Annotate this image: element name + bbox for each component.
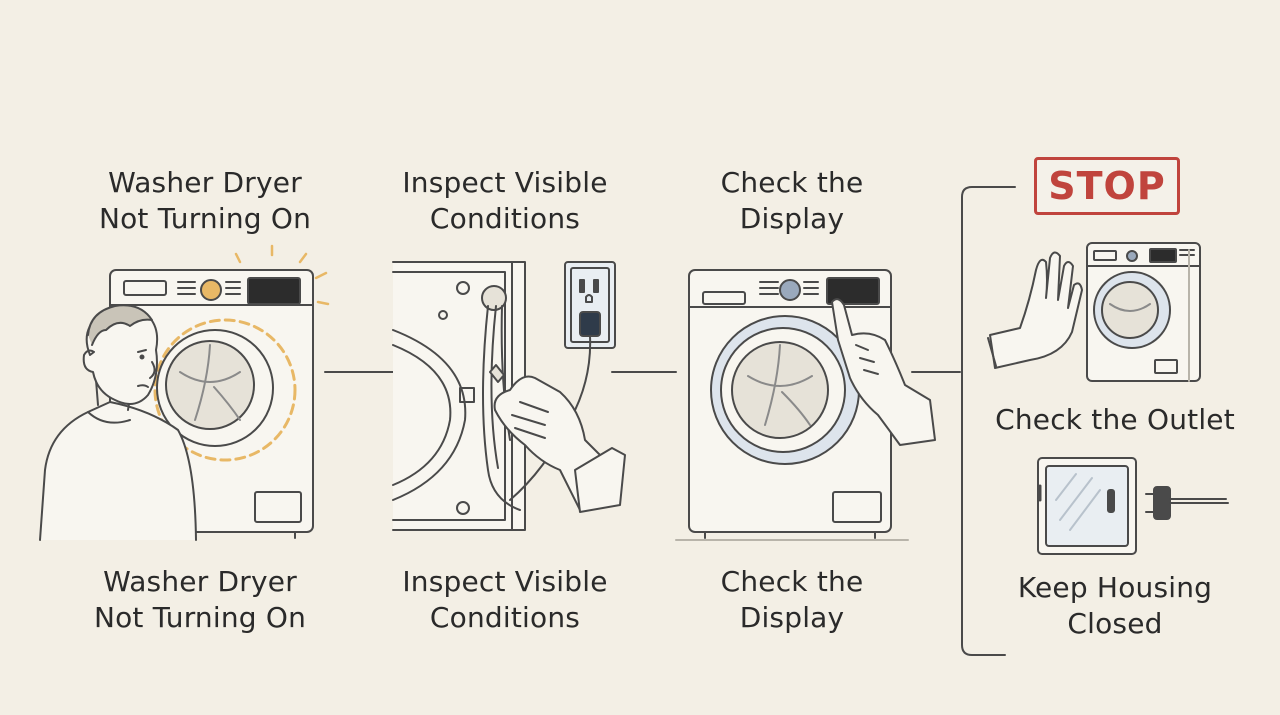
stop-badge-text: STOP xyxy=(1048,164,1166,208)
closed-housing-icon xyxy=(1037,457,1137,555)
step-3-top-label: Check the Display xyxy=(720,166,864,235)
washer-with-person-illustration xyxy=(39,244,330,541)
step-2-top-label: Inspect Visible Conditions xyxy=(402,166,608,235)
stop-bracket xyxy=(961,186,1016,656)
step-1-bottom-label: Washer Dryer Not Turning On xyxy=(93,565,307,634)
stop-badge: STOP xyxy=(1034,157,1180,215)
plug-icon xyxy=(1145,486,1229,520)
small-washer-icon xyxy=(1086,242,1201,382)
inspect-panel-illustration xyxy=(392,261,626,531)
check-outlet-label: Check the Outlet xyxy=(995,403,1235,436)
stop-hand-icon xyxy=(987,251,1083,369)
step-3-bottom-label: Check the Display xyxy=(720,565,864,634)
step-1-top-label: Washer Dryer Not Turning On xyxy=(98,166,312,235)
keep-housing-closed-label: Keep Housing Closed xyxy=(1017,571,1213,640)
display-check-illustration xyxy=(675,269,936,541)
step-2-bottom-label: Inspect Visible Conditions xyxy=(402,565,608,634)
